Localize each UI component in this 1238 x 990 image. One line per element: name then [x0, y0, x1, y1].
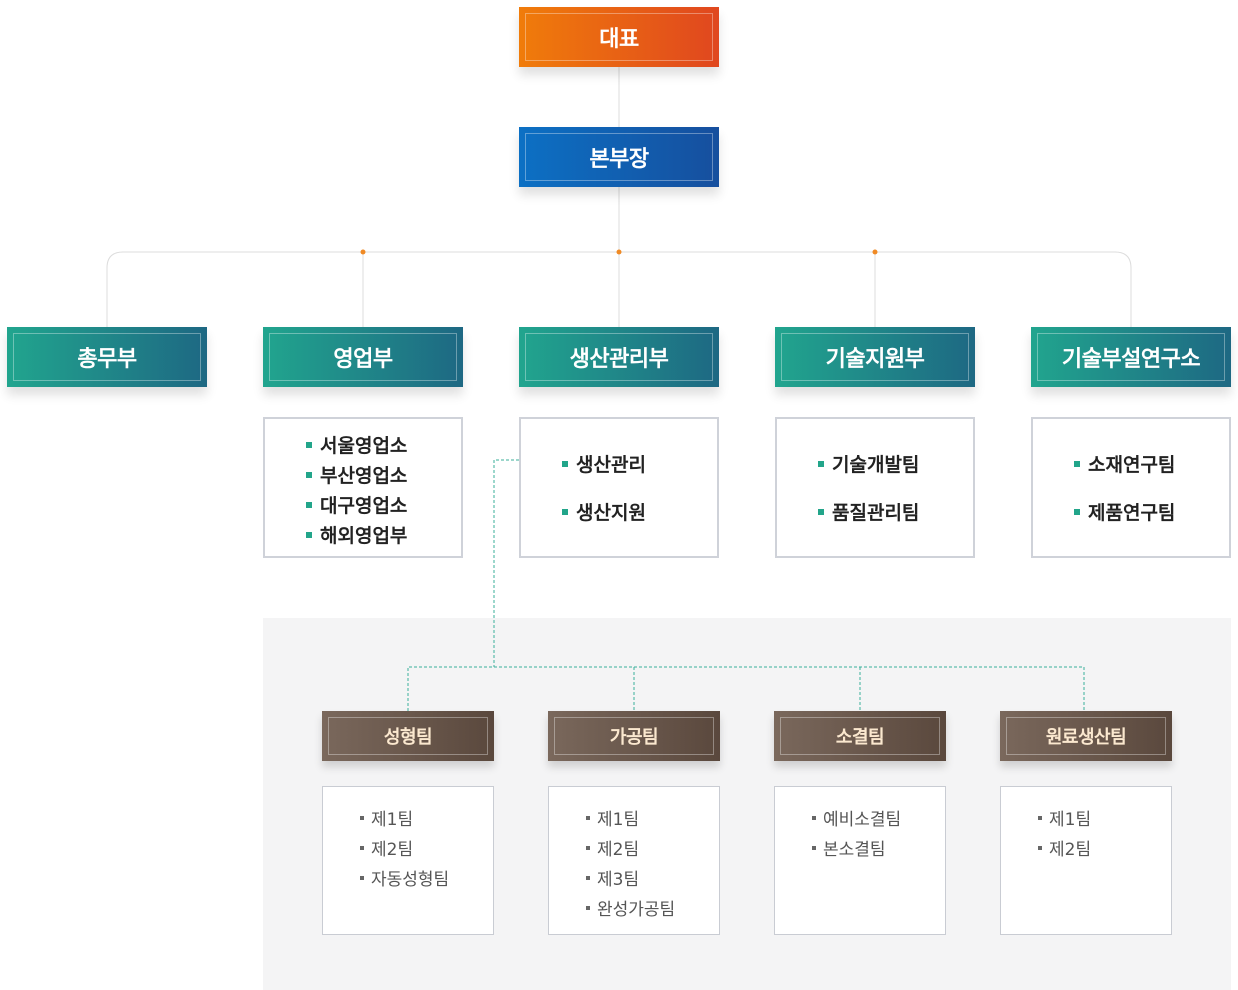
- team-raw-material: 원료생산팀: [1000, 711, 1172, 761]
- list-item: 예비소결팀: [811, 805, 901, 830]
- list-item: 생산관리: [562, 450, 646, 477]
- list-item: 부산영업소: [305, 461, 407, 488]
- list-item: 제품연구팀: [1073, 498, 1175, 525]
- list-item: 제1팀: [1037, 805, 1091, 830]
- list-item: 본소결팀: [812, 835, 886, 860]
- list-item: 대구영업소: [305, 491, 407, 518]
- list-item: 생산지원: [562, 498, 646, 525]
- department-research-institute: 기술부설연구소: [1031, 327, 1231, 387]
- hq-director-box: 본부장: [519, 127, 719, 187]
- team-sintering: 소결팀: [774, 711, 946, 761]
- production-management-list: 생산관리 생산지원: [519, 417, 719, 558]
- list-item: 소재연구팀: [1073, 450, 1175, 477]
- research-institute-list: 소재연구팀 제품연구팀: [1031, 417, 1231, 558]
- forming-team-list: 제1팀 제2팀 자동성형팀: [322, 786, 494, 935]
- technical-support-list: 기술개발팀 품질관리팀: [775, 417, 975, 558]
- sales-offices-list: 서울영업소 부산영업소 대구영업소 해외영업부: [263, 417, 463, 558]
- department-sales: 영업부: [263, 327, 463, 387]
- list-item: 서울영업소: [305, 431, 407, 458]
- ceo-box: 대표: [519, 7, 719, 67]
- list-item: 기술개발팀: [817, 450, 919, 477]
- team-forming: 성형팀: [322, 711, 494, 761]
- team-processing: 가공팀: [548, 711, 720, 761]
- list-item: 제1팀: [359, 805, 413, 830]
- department-technical-support: 기술지원부: [775, 327, 975, 387]
- list-item: 제2팀: [585, 835, 639, 860]
- department-production-management: 생산관리부: [519, 327, 719, 387]
- list-item: 제1팀: [585, 805, 639, 830]
- department-general-affairs: 총무부: [7, 327, 207, 387]
- sintering-team-list: 예비소결팀 본소결팀: [774, 786, 946, 935]
- list-item: 제2팀: [1037, 835, 1091, 860]
- list-item: 완성가공팀: [585, 895, 675, 920]
- list-item: 제2팀: [359, 835, 413, 860]
- raw-material-team-list: 제1팀 제2팀: [1000, 786, 1172, 935]
- list-item: 자동성형팀: [359, 865, 449, 890]
- list-item: 해외영업부: [305, 521, 407, 548]
- processing-team-list: 제1팀 제2팀 제3팀 완성가공팀: [548, 786, 720, 935]
- list-item: 제3팀: [585, 865, 639, 890]
- list-item: 품질관리팀: [817, 498, 919, 525]
